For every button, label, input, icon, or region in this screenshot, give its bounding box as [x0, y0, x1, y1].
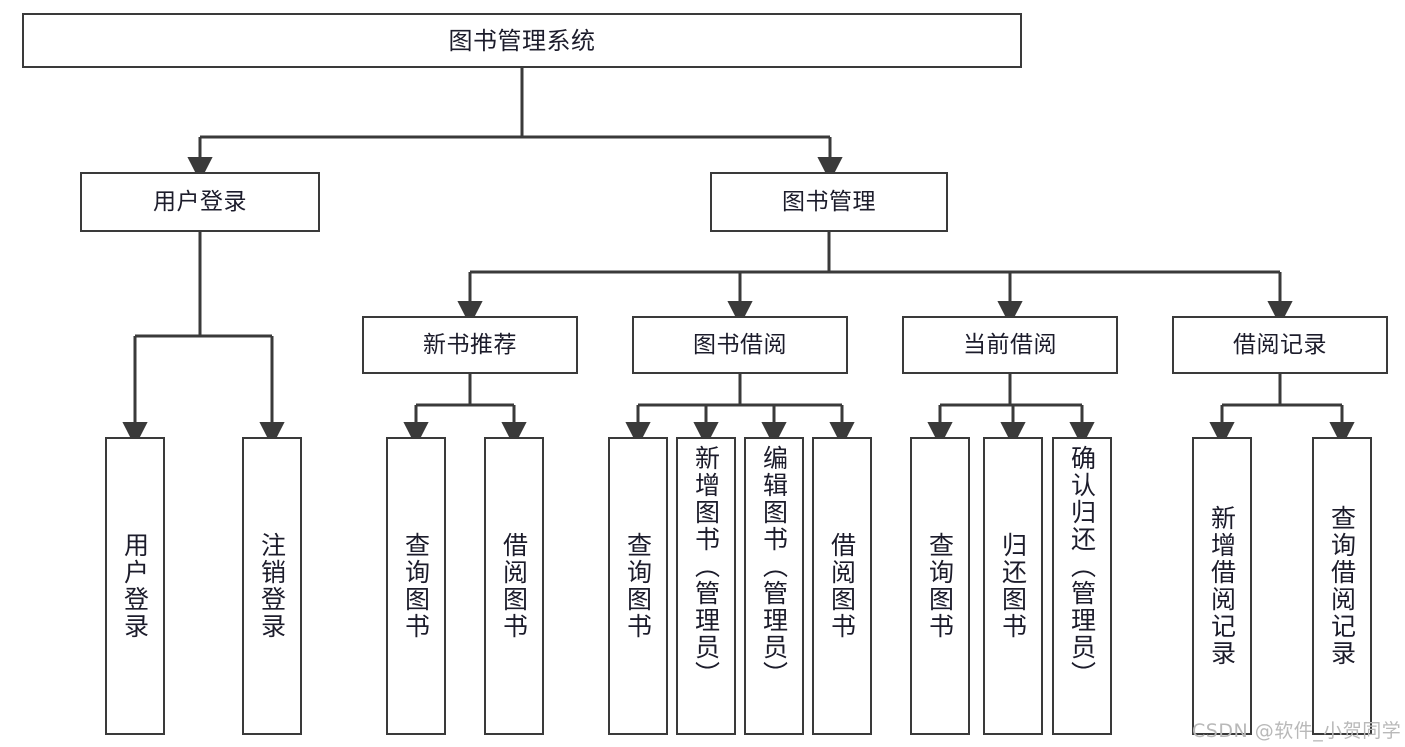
leaf-confirm-return-label: 确认归还（管理员） [1067, 445, 1097, 688]
leaf-query-borrow-record-label: 查询借阅记录 [1327, 505, 1357, 667]
leaf-borrow-book-label: 借阅图书 [827, 532, 857, 640]
leaf-query-book-rec-label: 查询图书 [401, 532, 431, 640]
node-book-manage[interactable]: 图书管理 [710, 172, 948, 232]
node-book-borrow[interactable]: 图书借阅 [632, 316, 848, 374]
leaf-borrow-book-rec[interactable]: 借阅图书 [484, 437, 544, 735]
node-root-label: 图书管理系统 [448, 26, 596, 55]
leaf-return-book[interactable]: 归还图书 [983, 437, 1043, 735]
leaf-add-borrow-record[interactable]: 新增借阅记录 [1192, 437, 1252, 735]
node-user-login[interactable]: 用户登录 [80, 172, 320, 232]
leaf-confirm-return[interactable]: 确认归还（管理员） [1052, 437, 1112, 735]
node-user-login-label: 用户登录 [153, 188, 247, 215]
leaf-query-book-borrow[interactable]: 查询图书 [608, 437, 668, 735]
node-root[interactable]: 图书管理系统 [22, 13, 1022, 68]
csdn-watermark: CSDN @软件_小贺同学 [1192, 720, 1402, 742]
leaf-query-book-borrow-label: 查询图书 [623, 532, 653, 640]
leaf-logout-label: 注销登录 [257, 532, 287, 640]
node-book-manage-label: 图书管理 [782, 188, 876, 215]
leaf-query-book-current[interactable]: 查询图书 [910, 437, 970, 735]
leaf-query-borrow-record[interactable]: 查询借阅记录 [1312, 437, 1372, 735]
leaf-user-login-label: 用户登录 [120, 532, 150, 640]
node-borrow-record[interactable]: 借阅记录 [1172, 316, 1388, 374]
leaf-add-book-label: 新增图书（管理员） [691, 445, 721, 688]
leaf-query-book-rec[interactable]: 查询图书 [386, 437, 446, 735]
leaf-borrow-book[interactable]: 借阅图书 [812, 437, 872, 735]
leaf-user-login[interactable]: 用户登录 [105, 437, 165, 735]
node-current-borrow[interactable]: 当前借阅 [902, 316, 1118, 374]
node-new-book-rec-label: 新书推荐 [423, 331, 517, 358]
leaf-return-book-label: 归还图书 [998, 532, 1028, 640]
leaf-edit-book-label: 编辑图书（管理员） [759, 445, 789, 688]
node-new-book-rec[interactable]: 新书推荐 [362, 316, 578, 374]
leaf-add-book[interactable]: 新增图书（管理员） [676, 437, 736, 735]
node-borrow-record-label: 借阅记录 [1233, 331, 1327, 358]
leaf-query-book-current-label: 查询图书 [925, 532, 955, 640]
leaf-logout[interactable]: 注销登录 [242, 437, 302, 735]
leaf-edit-book[interactable]: 编辑图书（管理员） [744, 437, 804, 735]
leaf-add-borrow-record-label: 新增借阅记录 [1207, 505, 1237, 667]
node-current-borrow-label: 当前借阅 [963, 331, 1057, 358]
leaf-borrow-book-rec-label: 借阅图书 [499, 532, 529, 640]
node-book-borrow-label: 图书借阅 [693, 331, 787, 358]
